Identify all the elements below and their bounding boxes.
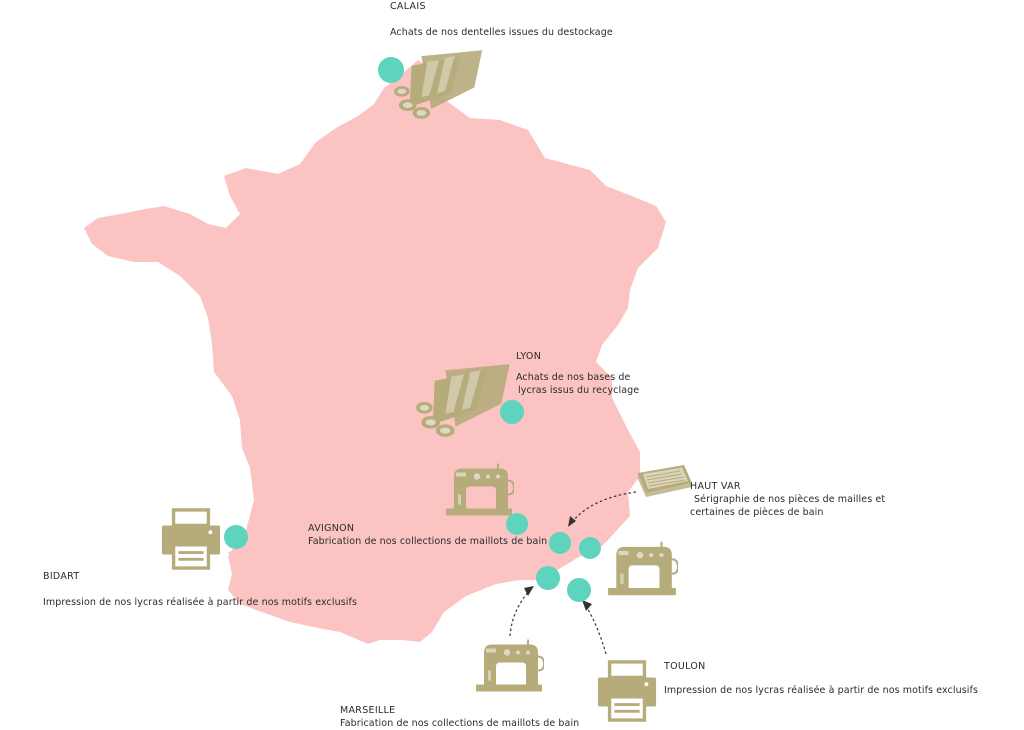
arrow-toulon bbox=[585, 605, 607, 655]
arrow-heads bbox=[524, 516, 592, 611]
marseille-city-name: MARSEILLE bbox=[340, 705, 396, 716]
land-notch bbox=[228, 548, 246, 566]
calais-marker[interactable] bbox=[378, 57, 404, 83]
toulon-city-name: TOULON bbox=[664, 661, 706, 672]
lyon-label: LYON Achats de nos bases de lycras issus… bbox=[516, 350, 639, 397]
arrowhead-toulon bbox=[582, 600, 592, 611]
haut-var-city-name: HAUT VAR bbox=[690, 481, 741, 492]
calais-description: Achats de nos dentelles issues du destoc… bbox=[390, 27, 613, 38]
haut-var-marker-2[interactable] bbox=[579, 537, 601, 559]
france-land bbox=[84, 60, 666, 644]
arrow-marseille bbox=[509, 589, 531, 637]
avignon-marker[interactable] bbox=[506, 513, 528, 535]
lyon-description-line2: lycras issus du recyclage bbox=[518, 385, 640, 396]
haut-var-label: HAUT VAR Sérigraphie de nos pièces de ma… bbox=[690, 480, 885, 519]
bidart-marker[interactable] bbox=[224, 525, 248, 549]
calais-city-name: CALAIS bbox=[390, 1, 426, 12]
arrowhead-haut-var bbox=[568, 516, 576, 527]
bidart-label: BIDART Impression de nos lycras réalisée… bbox=[43, 570, 357, 609]
marseille-marker[interactable] bbox=[536, 566, 560, 590]
haut-var-description-line1: Sérigraphie de nos pièces de mailles et bbox=[694, 494, 886, 505]
calais-label: CALAIS Achats de nos dentelles issues du… bbox=[390, 0, 613, 39]
lyon-city-name: LYON bbox=[516, 351, 542, 362]
marseille-label: MARSEILLE Fabrication de nos collections… bbox=[340, 704, 579, 730]
haut-var-marker-1[interactable] bbox=[549, 532, 571, 554]
toulon-marker[interactable] bbox=[567, 578, 591, 602]
toulon-printer-icon bbox=[596, 660, 658, 722]
lyon-marker[interactable] bbox=[500, 400, 524, 424]
toulon-label: TOULON Impression de nos lycras réalisée… bbox=[664, 660, 978, 697]
avignon-city-name: AVIGNON bbox=[308, 523, 355, 534]
avignon-label: AVIGNON Fabrication de nos collections d… bbox=[308, 522, 547, 548]
marseille-description: Fabrication de nos collections de maillo… bbox=[340, 718, 580, 729]
bidart-description: Impression de nos lycras réalisée à part… bbox=[43, 597, 358, 608]
bidart-printer-icon bbox=[160, 508, 222, 570]
marseille-sewing-machine-icon bbox=[474, 638, 544, 693]
toulon-area-sewing-machine-icon bbox=[607, 540, 678, 597]
lyon-description-line1: Achats de nos bases de bbox=[516, 372, 631, 383]
bidart-city-name: BIDART bbox=[43, 571, 80, 582]
haut-var-description-line2: certaines de pièces de bain bbox=[690, 507, 824, 518]
location-markers bbox=[224, 57, 601, 602]
toulon-description: Impression de nos lycras réalisée à part… bbox=[664, 685, 979, 696]
arrow-haut-var bbox=[571, 491, 637, 523]
haut-var-screen-printing-icon bbox=[637, 464, 693, 498]
arrowhead-marseille bbox=[524, 586, 534, 596]
avignon-description: Fabrication de nos collections de maillo… bbox=[308, 536, 548, 547]
